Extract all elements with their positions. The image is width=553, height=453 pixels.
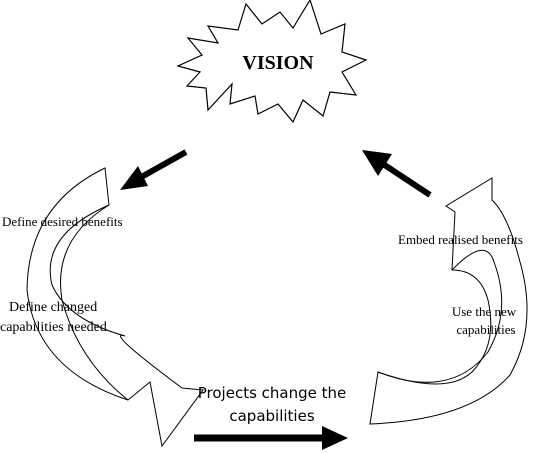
right-cycle-fold: [377, 249, 503, 383]
vision-title: VISION: [242, 52, 314, 74]
arrow-to-define-benefits: [120, 149, 188, 190]
arrow-projects-right: [194, 426, 348, 450]
label-projects-change-1: Projects change the: [198, 384, 347, 402]
label-use-new-capabilities-2: capabilities: [456, 322, 515, 337]
left-cycle-fold: [60, 204, 129, 401]
label-define-changed-capabilities-2: capabilities needed: [0, 320, 107, 335]
right-cycle-arrow: [369, 177, 528, 425]
label-use-new-capabilities-1: Use the new: [452, 304, 517, 319]
arrow-to-vision: [362, 150, 432, 198]
vision-starburst: [176, 0, 368, 124]
label-embed-realised-benefits: Embed realised benefits: [398, 232, 523, 247]
label-projects-change-2: capabilities: [229, 407, 314, 425]
label-define-desired-benefits: Define desired benefits: [2, 214, 123, 229]
left-cycle-arrow: [26, 167, 204, 448]
label-define-changed-capabilities-1: Define changed: [9, 300, 97, 315]
